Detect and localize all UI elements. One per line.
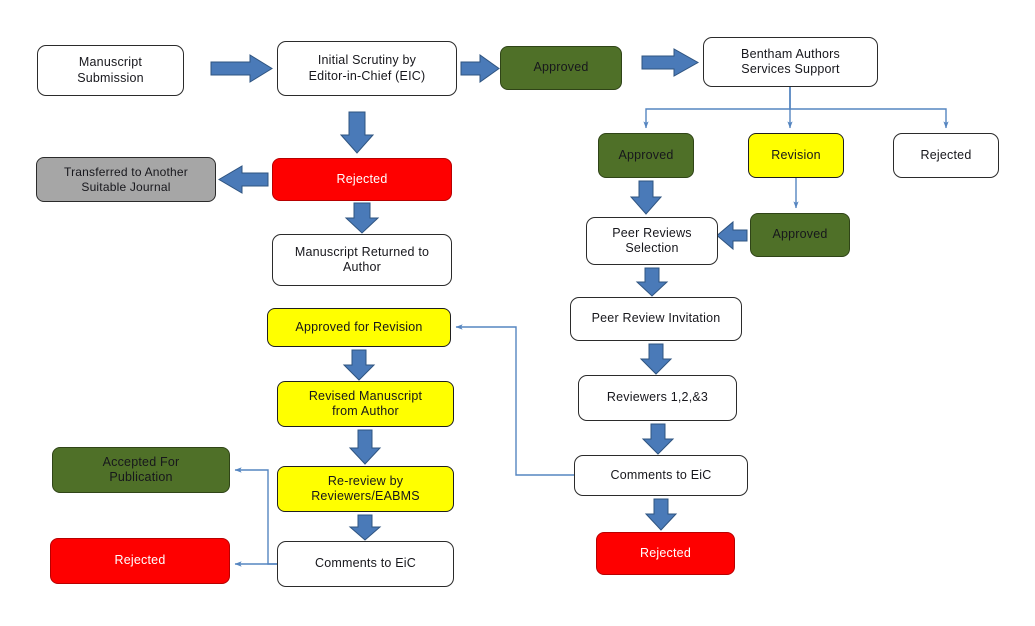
node-reviewers_123[interactable]: Reviewers 1,2,&3 [578, 375, 737, 421]
node-transferred_journal[interactable]: Transferred to Another Suitable Journal [36, 157, 216, 202]
arrow-peer-selection-to-invitation [635, 267, 669, 297]
arrow-approved-revision-to-revised [342, 349, 376, 381]
node-comments_to_eic_right[interactable]: Comments to EiC [574, 455, 748, 496]
node-rejected_final_right[interactable]: Rejected [596, 532, 735, 575]
node-approved_revision_ok[interactable]: Approved [750, 213, 850, 257]
node-manuscript_submission[interactable]: Manuscript Submission [37, 45, 184, 96]
arrow-scrutiny-to-rejected [339, 111, 375, 154]
arrow-approved-revision-to-peer-selection [716, 220, 748, 251]
node-peer_reviews_selection[interactable]: Peer Reviews Selection [586, 217, 718, 265]
node-approved_for_revision[interactable]: Approved for Revision [267, 308, 451, 347]
node-rejected_services[interactable]: Rejected [893, 133, 999, 178]
node-bentham_support[interactable]: Bentham Authors Services Support [703, 37, 878, 87]
connector-bentham-to-rejected [789, 87, 949, 129]
arrow-approved-to-peer-selection [629, 180, 663, 215]
node-accepted_publication[interactable]: Accepted For Publication [52, 447, 230, 493]
arrow-comments-to-rejected-right [644, 498, 678, 531]
node-re_review[interactable]: Re-review by Reviewers/EABMS [277, 466, 454, 512]
node-peer_review_invitation[interactable]: Peer Review Invitation [570, 297, 742, 341]
node-approved_services[interactable]: Approved [598, 133, 694, 178]
node-comments_to_eic_left[interactable]: Comments to EiC [277, 541, 454, 587]
arrow-rejected-to-transferred [218, 165, 269, 194]
node-approved_eic[interactable]: Approved [500, 46, 622, 90]
arrow-rejected-to-returned [344, 202, 380, 234]
arrow-revised-to-rereview [348, 429, 382, 465]
arrow-invitation-to-reviewers [639, 343, 673, 375]
connector-comments-to-approved-for-revision [455, 324, 574, 476]
arrow-submission-to-scrutiny [210, 54, 273, 83]
arrow-scrutiny-to-approved [460, 54, 500, 83]
node-revised_manuscript[interactable]: Revised Manuscript from Author [277, 381, 454, 427]
node-rejected_eic[interactable]: Rejected [272, 158, 452, 201]
arrow-rereview-to-comments [348, 514, 382, 541]
arrow-approved-to-bentham [641, 48, 700, 77]
node-manuscript_returned[interactable]: Manuscript Returned to Author [272, 234, 452, 286]
node-rejected_final_left[interactable]: Rejected [50, 538, 230, 584]
arrow-reviewers-to-comments [641, 423, 675, 455]
node-initial_scrutiny[interactable]: Initial Scrutiny by Editor-in-Chief (EIC… [277, 41, 457, 96]
node-revision[interactable]: Revision [748, 133, 844, 178]
